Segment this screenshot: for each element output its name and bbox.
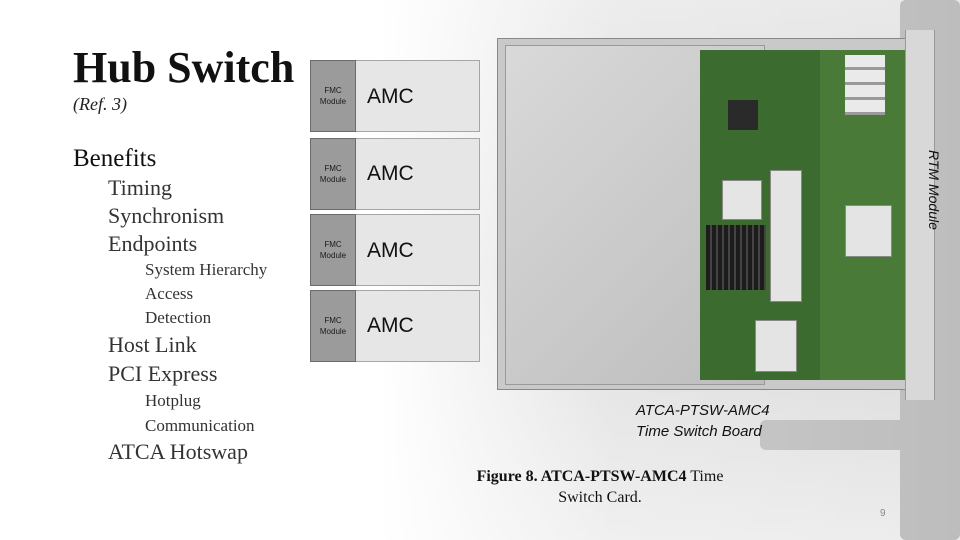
benefit-timing: Timing — [108, 175, 173, 200]
benefit-endpoints: Endpoints — [108, 231, 198, 256]
board-connector — [755, 320, 797, 372]
benefit-detection: Detection — [145, 308, 212, 327]
amc-label-4: AMC — [367, 314, 414, 337]
benefit-communication: Communication — [145, 416, 255, 435]
board-caption-line2: Time Switch Board — [636, 423, 762, 440]
amc-label-3: AMC — [367, 239, 414, 262]
benefit-pci-express: PCI Express — [108, 361, 218, 386]
board-sfp-cages — [845, 55, 885, 115]
amc-label-1: AMC — [367, 85, 414, 108]
amc-label-2: AMC — [367, 162, 414, 185]
board-chip — [722, 180, 762, 220]
benefit-hotplug: Hotplug — [145, 391, 201, 410]
figure-caption-bold: Figure 8. ATCA-PTSW-AMC4 — [476, 468, 687, 485]
board-heatsink — [706, 225, 766, 290]
figure-caption: Figure 8. ATCA-PTSW-AMC4 Time Switch Car… — [450, 466, 750, 508]
benefit-atca-hotswap: ATCA Hotswap — [108, 439, 248, 464]
benefits-heading: Benefits — [73, 145, 157, 172]
benefit-access: Access — [145, 284, 194, 303]
benefits-list: Benefits Timing Synchronism Endpoints Sy… — [73, 144, 267, 466]
board-caption: ATCA-PTSW-AMC4 Time Switch Board — [636, 400, 770, 442]
figure-caption-rest: Time — [686, 468, 724, 485]
page-title: Hub Switch — [73, 43, 295, 92]
page-number: 9 — [880, 508, 886, 519]
board-connector — [845, 205, 892, 257]
benefit-host-link: Host Link — [108, 332, 197, 357]
rtm-module-label: RTM Module — [926, 150, 942, 230]
reference-note: (Ref. 3) — [73, 94, 127, 114]
board-caption-line1: ATCA-PTSW-AMC4 — [636, 402, 770, 419]
benefit-system-hierarchy: System Hierarchy — [145, 260, 268, 279]
figure-caption-line2: Switch Card. — [558, 489, 642, 506]
board-faceplate — [905, 30, 935, 400]
board-connector — [770, 170, 802, 302]
board-chip — [728, 100, 758, 130]
benefit-synchronism: Synchronism — [108, 203, 225, 228]
